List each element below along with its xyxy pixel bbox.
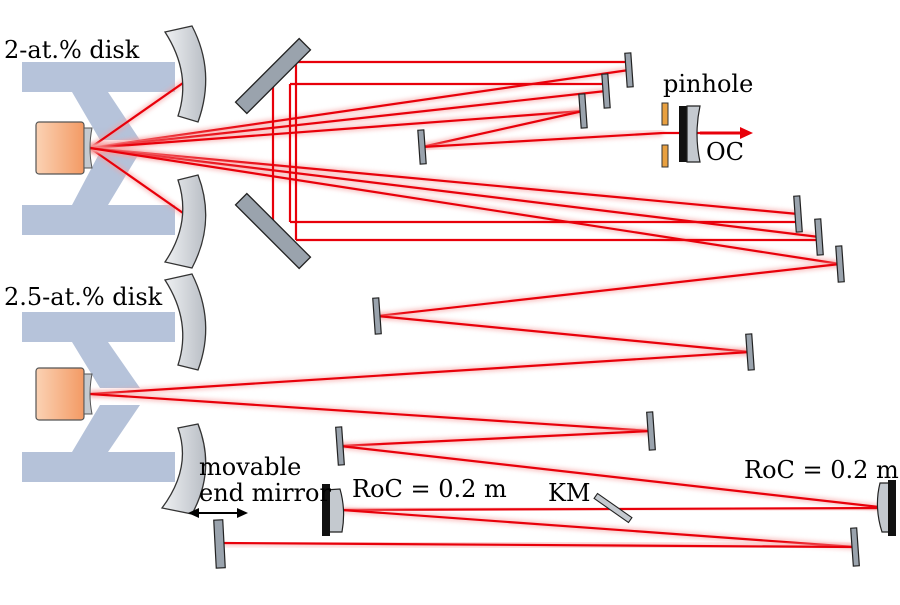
flat-mirror [578, 93, 588, 129]
beam-segment [89, 147, 194, 221]
flat-mirror [417, 129, 427, 165]
flat-mirror [814, 218, 824, 256]
curved-mirror-upper-top [163, 25, 207, 123]
flat-mirror [372, 297, 382, 335]
end-mirror-movable [213, 519, 226, 569]
flat-mirror [646, 411, 656, 451]
beam-segment [376, 262, 841, 318]
flat-mirror [624, 52, 634, 88]
flat-mirror [745, 333, 755, 371]
disk2-label: 2.5-at.% disk [4, 283, 163, 311]
folding-mirror-lower [234, 192, 312, 270]
beam-segment [341, 508, 856, 549]
disk-head-lower [35, 367, 93, 421]
flat-mirror [793, 195, 803, 233]
folding-mirror-upper [234, 37, 312, 115]
disk-head-upper [35, 121, 93, 175]
beam-segment [339, 429, 652, 448]
flat-mirror [835, 245, 845, 283]
roc-mirror-right [876, 480, 896, 536]
laser-beam-path [88, 59, 889, 550]
beam-segment [89, 109, 584, 150]
double-headed-arrow-icon [188, 508, 248, 518]
flat-mirror [335, 426, 345, 466]
beam-segment [89, 146, 841, 266]
beam-segment [89, 75, 194, 149]
pinhole-label: pinhole [663, 70, 753, 98]
disk1-label: 2-at.% disk [4, 36, 140, 64]
pinhole [661, 102, 669, 168]
km-label: KM [548, 479, 591, 507]
beam-segment [89, 350, 751, 396]
pump-light-lower [22, 312, 175, 482]
roc-mirror-left [322, 484, 345, 536]
flat-mirror [850, 527, 860, 567]
beam-segment [89, 146, 799, 216]
beam-segment [89, 89, 607, 150]
pump-light-upper [22, 62, 175, 235]
beam-segment [339, 444, 889, 510]
flat-mirror [601, 73, 611, 109]
movable-label-line2: end mirror [199, 479, 331, 507]
roc-left-label: RoC = 0.2 m [352, 475, 507, 503]
output-coupler [679, 105, 701, 163]
curved-mirror-lower-top [163, 273, 207, 371]
beam-segment [221, 541, 856, 549]
km-mirror [593, 492, 633, 524]
oc-label: OC [706, 138, 744, 166]
movable-label-line1: movable [199, 453, 301, 481]
beam-segment [376, 314, 751, 354]
roc-right-label: RoC = 0.2 m [744, 456, 899, 484]
output-arrow-icon [700, 127, 753, 139]
beam-segment [89, 392, 652, 433]
curved-mirror-upper-bottom [163, 174, 207, 269]
beam-segment [421, 109, 584, 149]
beam-segment [421, 131, 664, 149]
flat-mirrors [213, 52, 860, 569]
